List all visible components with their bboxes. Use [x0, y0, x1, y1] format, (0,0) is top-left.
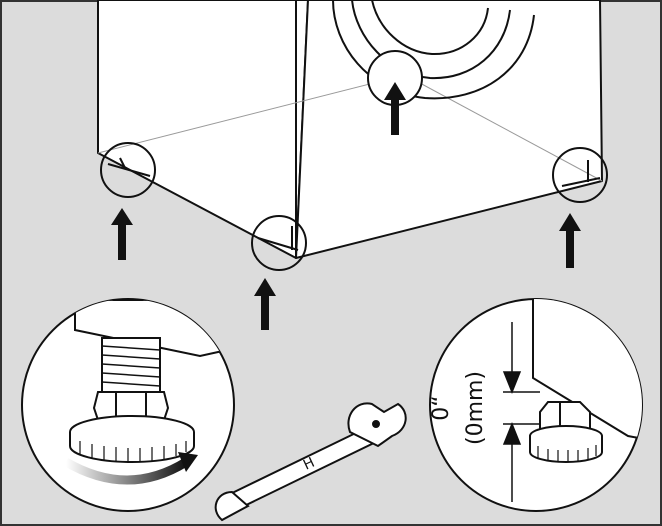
rotation-arrow-icon [63, 452, 198, 485]
clearance-label-inch: 0“ [429, 395, 454, 420]
clearance-label-mm: (0mm) [463, 371, 488, 445]
foot-markers [100, 50, 608, 271]
up-arrow-icon [559, 213, 581, 268]
wrench-icon: H [214, 402, 407, 522]
up-arrow-icon [384, 82, 406, 135]
up-arrow-icon [111, 208, 133, 260]
foot-adjust-detail [21, 298, 235, 512]
hidden-edges [97, 74, 603, 182]
porthole-door [332, 0, 535, 100]
foot-front-left [100, 142, 156, 198]
clearance-dimension [502, 322, 540, 502]
foot-front-right [251, 215, 307, 271]
foot-back-right [552, 147, 608, 203]
up-arrow-icon [254, 278, 276, 330]
lift-arrows [111, 82, 581, 330]
